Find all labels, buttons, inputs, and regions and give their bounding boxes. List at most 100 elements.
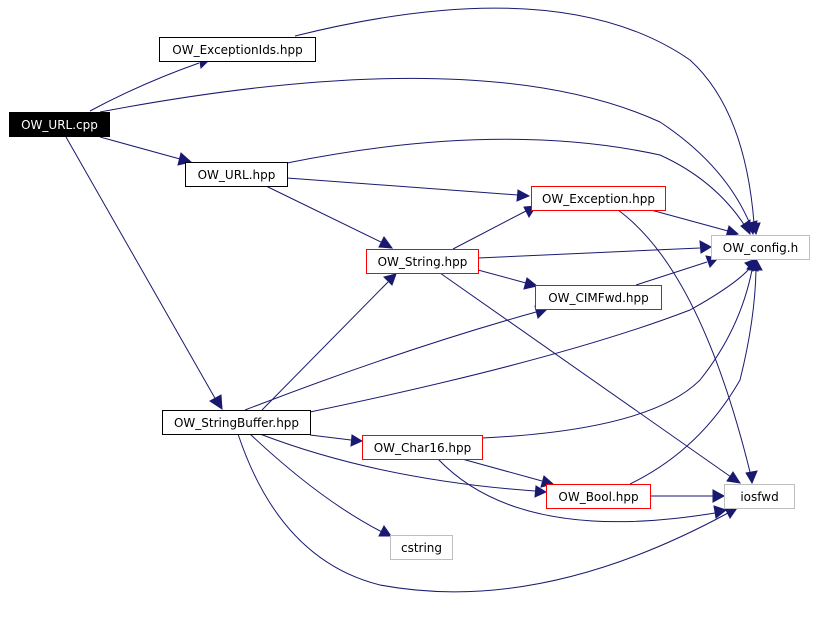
edge-line <box>286 138 746 227</box>
edge-line <box>477 247 701 259</box>
edge-arrowhead <box>724 507 738 519</box>
edge-ow_exceptionids_hpp-to-ow_config_h <box>294 7 761 236</box>
node-ow_string_hpp[interactable]: OW_String.hpp <box>366 249 479 274</box>
edge-line <box>65 136 217 401</box>
edge-line <box>650 209 729 232</box>
edge-line <box>629 269 757 485</box>
edge-line <box>237 433 729 593</box>
edge-arrowhead <box>748 222 761 236</box>
edge-ow_string_hpp-to-ow_exception_hpp <box>452 205 537 250</box>
edge-line <box>259 433 536 492</box>
node-ow_cimfwd_hpp[interactable]: OW_CIMFwd.hpp <box>535 285 662 310</box>
node-label: OW_URL.cpp <box>21 118 98 132</box>
edge-ow_stringbuffer_hpp-to-ow_string_hpp <box>261 273 397 411</box>
edge-line <box>294 7 755 224</box>
edge-ow_stringbuffer_hpp-to-iosfwd <box>237 433 738 593</box>
node-ow_url_hpp[interactable]: OW_URL.hpp <box>185 162 288 187</box>
edge-ow_bool_hpp-to-iosfwd <box>650 489 726 503</box>
edge-line <box>99 77 751 225</box>
node-label: OW_config.h <box>723 241 798 255</box>
node-label: OW_Bool.hpp <box>558 490 638 504</box>
edge-ow_bool_hpp-to-ow_config_h <box>629 257 763 485</box>
edge-arrowhead <box>699 240 713 254</box>
node-label: OW_StringBuffer.hpp <box>174 416 299 430</box>
nodes-layer: OW_URL.cpp OW_ExceptionIds.hppOW_URL.hppO… <box>9 37 810 560</box>
node-ow_exceptionids_hpp[interactable]: OW_ExceptionIds.hpp <box>159 37 316 62</box>
edge-line <box>452 210 527 250</box>
edge-arrowhead <box>350 434 364 447</box>
edge-ow_string_hpp-to-ow_cimfwd_hpp <box>477 269 539 290</box>
edge-arrowhead <box>383 273 397 286</box>
edge-ow_cimfwd_hpp-to-ow_config_h <box>635 255 719 286</box>
edge-ow_exception_hpp-to-ow_config_h <box>650 209 740 238</box>
edge-line <box>309 267 751 413</box>
node-ow_bool_hpp[interactable]: OW_Bool.hpp <box>546 484 651 509</box>
node-box <box>724 484 795 509</box>
edge-line <box>437 458 716 523</box>
edge-line <box>635 261 708 286</box>
edges-layer <box>65 7 763 593</box>
node-label: OW_Char16.hpp <box>374 441 472 455</box>
edge-arrowhead <box>516 189 531 202</box>
edge-line <box>439 272 732 478</box>
node-iosfwd: iosfwd <box>724 484 795 509</box>
edge-arrowhead <box>745 470 758 485</box>
node-box <box>162 410 311 435</box>
node-label: OW_CIMFwd.hpp <box>548 291 649 305</box>
node-ow_exception_hpp[interactable]: OW_Exception.hpp <box>531 186 666 211</box>
edge-ow_exception_hpp-to-iosfwd <box>617 209 758 485</box>
edge-arrowhead <box>749 257 763 271</box>
node-label: cstring <box>401 541 442 555</box>
node-box <box>531 186 666 211</box>
node-label: OW_ExceptionIds.hpp <box>172 43 302 57</box>
node-ow_stringbuffer_hpp[interactable]: OW_StringBuffer.hpp <box>162 410 311 435</box>
node-box <box>185 162 288 187</box>
node-box <box>390 535 453 560</box>
edge-line <box>265 185 384 244</box>
edge-arrowhead <box>209 394 223 410</box>
edge-line <box>249 433 383 533</box>
edge-ow_stringbuffer_hpp-to-ow_char16_hpp <box>309 434 364 447</box>
edge-ow_url_hpp-to-ow_config_h <box>286 138 751 236</box>
edge-arrowhead <box>712 489 726 503</box>
node-ow_url_cpp[interactable]: OW_URL.cpp <box>9 112 110 137</box>
edge-arrowhead <box>726 471 742 484</box>
node-ow_config_h: OW_config.h <box>711 235 810 260</box>
edge-arrowhead <box>378 236 394 249</box>
node-label: iosfwd <box>740 490 778 504</box>
node-box <box>711 235 810 260</box>
node-box <box>366 249 479 274</box>
edge-line <box>461 458 543 482</box>
edge-line <box>99 136 181 160</box>
edge-line <box>477 269 527 284</box>
edge-ow_stringbuffer_hpp-to-ow_bool_hpp <box>259 433 548 498</box>
edge-arrowhead <box>740 219 751 236</box>
edge-arrowhead <box>523 277 539 290</box>
node-cstring: cstring <box>390 535 453 560</box>
node-box <box>159 37 316 62</box>
edge-line <box>89 62 200 112</box>
edge-line <box>617 209 751 473</box>
edge-line <box>261 281 389 411</box>
node-box <box>362 435 483 460</box>
edge-ow_url_hpp-to-ow_exception_hpp <box>286 177 531 202</box>
edge-ow_char16_hpp-to-iosfwd <box>437 458 728 523</box>
edge-arrowhead <box>534 485 548 498</box>
edge-ow_char16_hpp-to-ow_bool_hpp <box>461 458 555 488</box>
edge-line <box>309 434 352 441</box>
node-label: OW_Exception.hpp <box>542 192 655 206</box>
edge-ow_url_cpp-to-ow_stringbuffer_hpp <box>65 136 223 410</box>
edge-ow_stringbuffer_hpp-to-ow_cimfwd_hpp <box>244 305 548 411</box>
edge-line <box>244 311 537 411</box>
node-box <box>535 285 662 310</box>
node-ow_char16_hpp[interactable]: OW_Char16.hpp <box>362 435 483 460</box>
edge-line <box>481 269 753 439</box>
edge-ow_url_hpp-to-ow_string_hpp <box>265 185 394 249</box>
edge-arrowhead <box>378 525 392 537</box>
node-box <box>546 484 651 509</box>
edge-ow_stringbuffer_hpp-to-cstring <box>249 433 392 537</box>
node-label: OW_String.hpp <box>378 255 468 269</box>
edge-ow_string_hpp-to-ow_config_h <box>477 240 713 259</box>
edge-line <box>286 177 519 196</box>
